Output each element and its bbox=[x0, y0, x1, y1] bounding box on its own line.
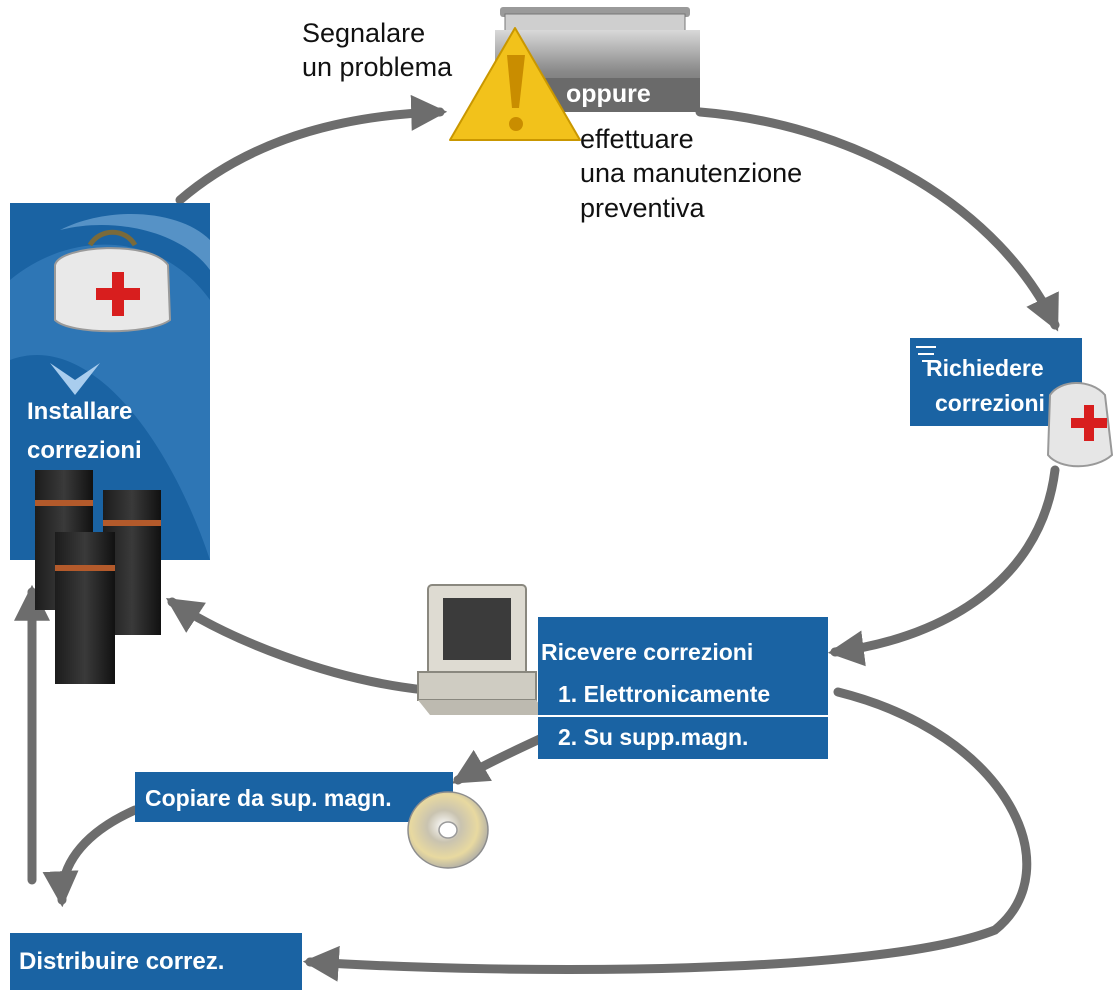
receive-option-electronic: 1. Elettronicamente bbox=[558, 681, 771, 707]
arrow-to-distribute bbox=[302, 687, 1032, 982]
report-problem-line1: Segnalare bbox=[302, 18, 426, 48]
install-line1: Installare bbox=[27, 398, 133, 425]
arrow-to-copy bbox=[451, 733, 547, 785]
cd-icon bbox=[407, 791, 489, 869]
computer-icon bbox=[417, 584, 548, 715]
request-line2: correzioni bbox=[935, 390, 1045, 416]
or-label: oppure bbox=[566, 80, 651, 108]
arrow-to-receive bbox=[827, 465, 1060, 667]
server-icon bbox=[35, 470, 161, 684]
arrow-to-request bbox=[695, 107, 1060, 332]
report-problem-line2: un problema bbox=[302, 52, 453, 82]
medical-kit-icon bbox=[54, 229, 172, 333]
warning-icon bbox=[449, 27, 581, 141]
copy-box bbox=[135, 772, 453, 822]
maintenance-line3: preventiva bbox=[580, 193, 705, 223]
distribute-box bbox=[10, 933, 302, 990]
install-line2: correzioni bbox=[27, 437, 142, 464]
maintenance-line2: una manutenzione bbox=[580, 158, 803, 188]
arrow-to-report bbox=[175, 94, 448, 205]
receive-box bbox=[538, 617, 828, 759]
arrow-to-install bbox=[165, 597, 430, 695]
maintenance-line1: effettuare bbox=[580, 124, 694, 154]
distribute-fixes-label: Distribuire correz. bbox=[19, 948, 225, 975]
receive-title: Ricevere correzioni bbox=[541, 639, 754, 665]
copy-from-media-label: Copiare da sup. magn. bbox=[145, 785, 392, 811]
request-line1: Richiedere bbox=[926, 355, 1044, 381]
small-medical-kit-icon bbox=[1046, 382, 1114, 468]
arrow-copy-to-distribute bbox=[42, 805, 140, 908]
down-arrow-icon bbox=[50, 363, 100, 395]
receive-option-media: 2. Su supp.magn. bbox=[558, 724, 749, 750]
